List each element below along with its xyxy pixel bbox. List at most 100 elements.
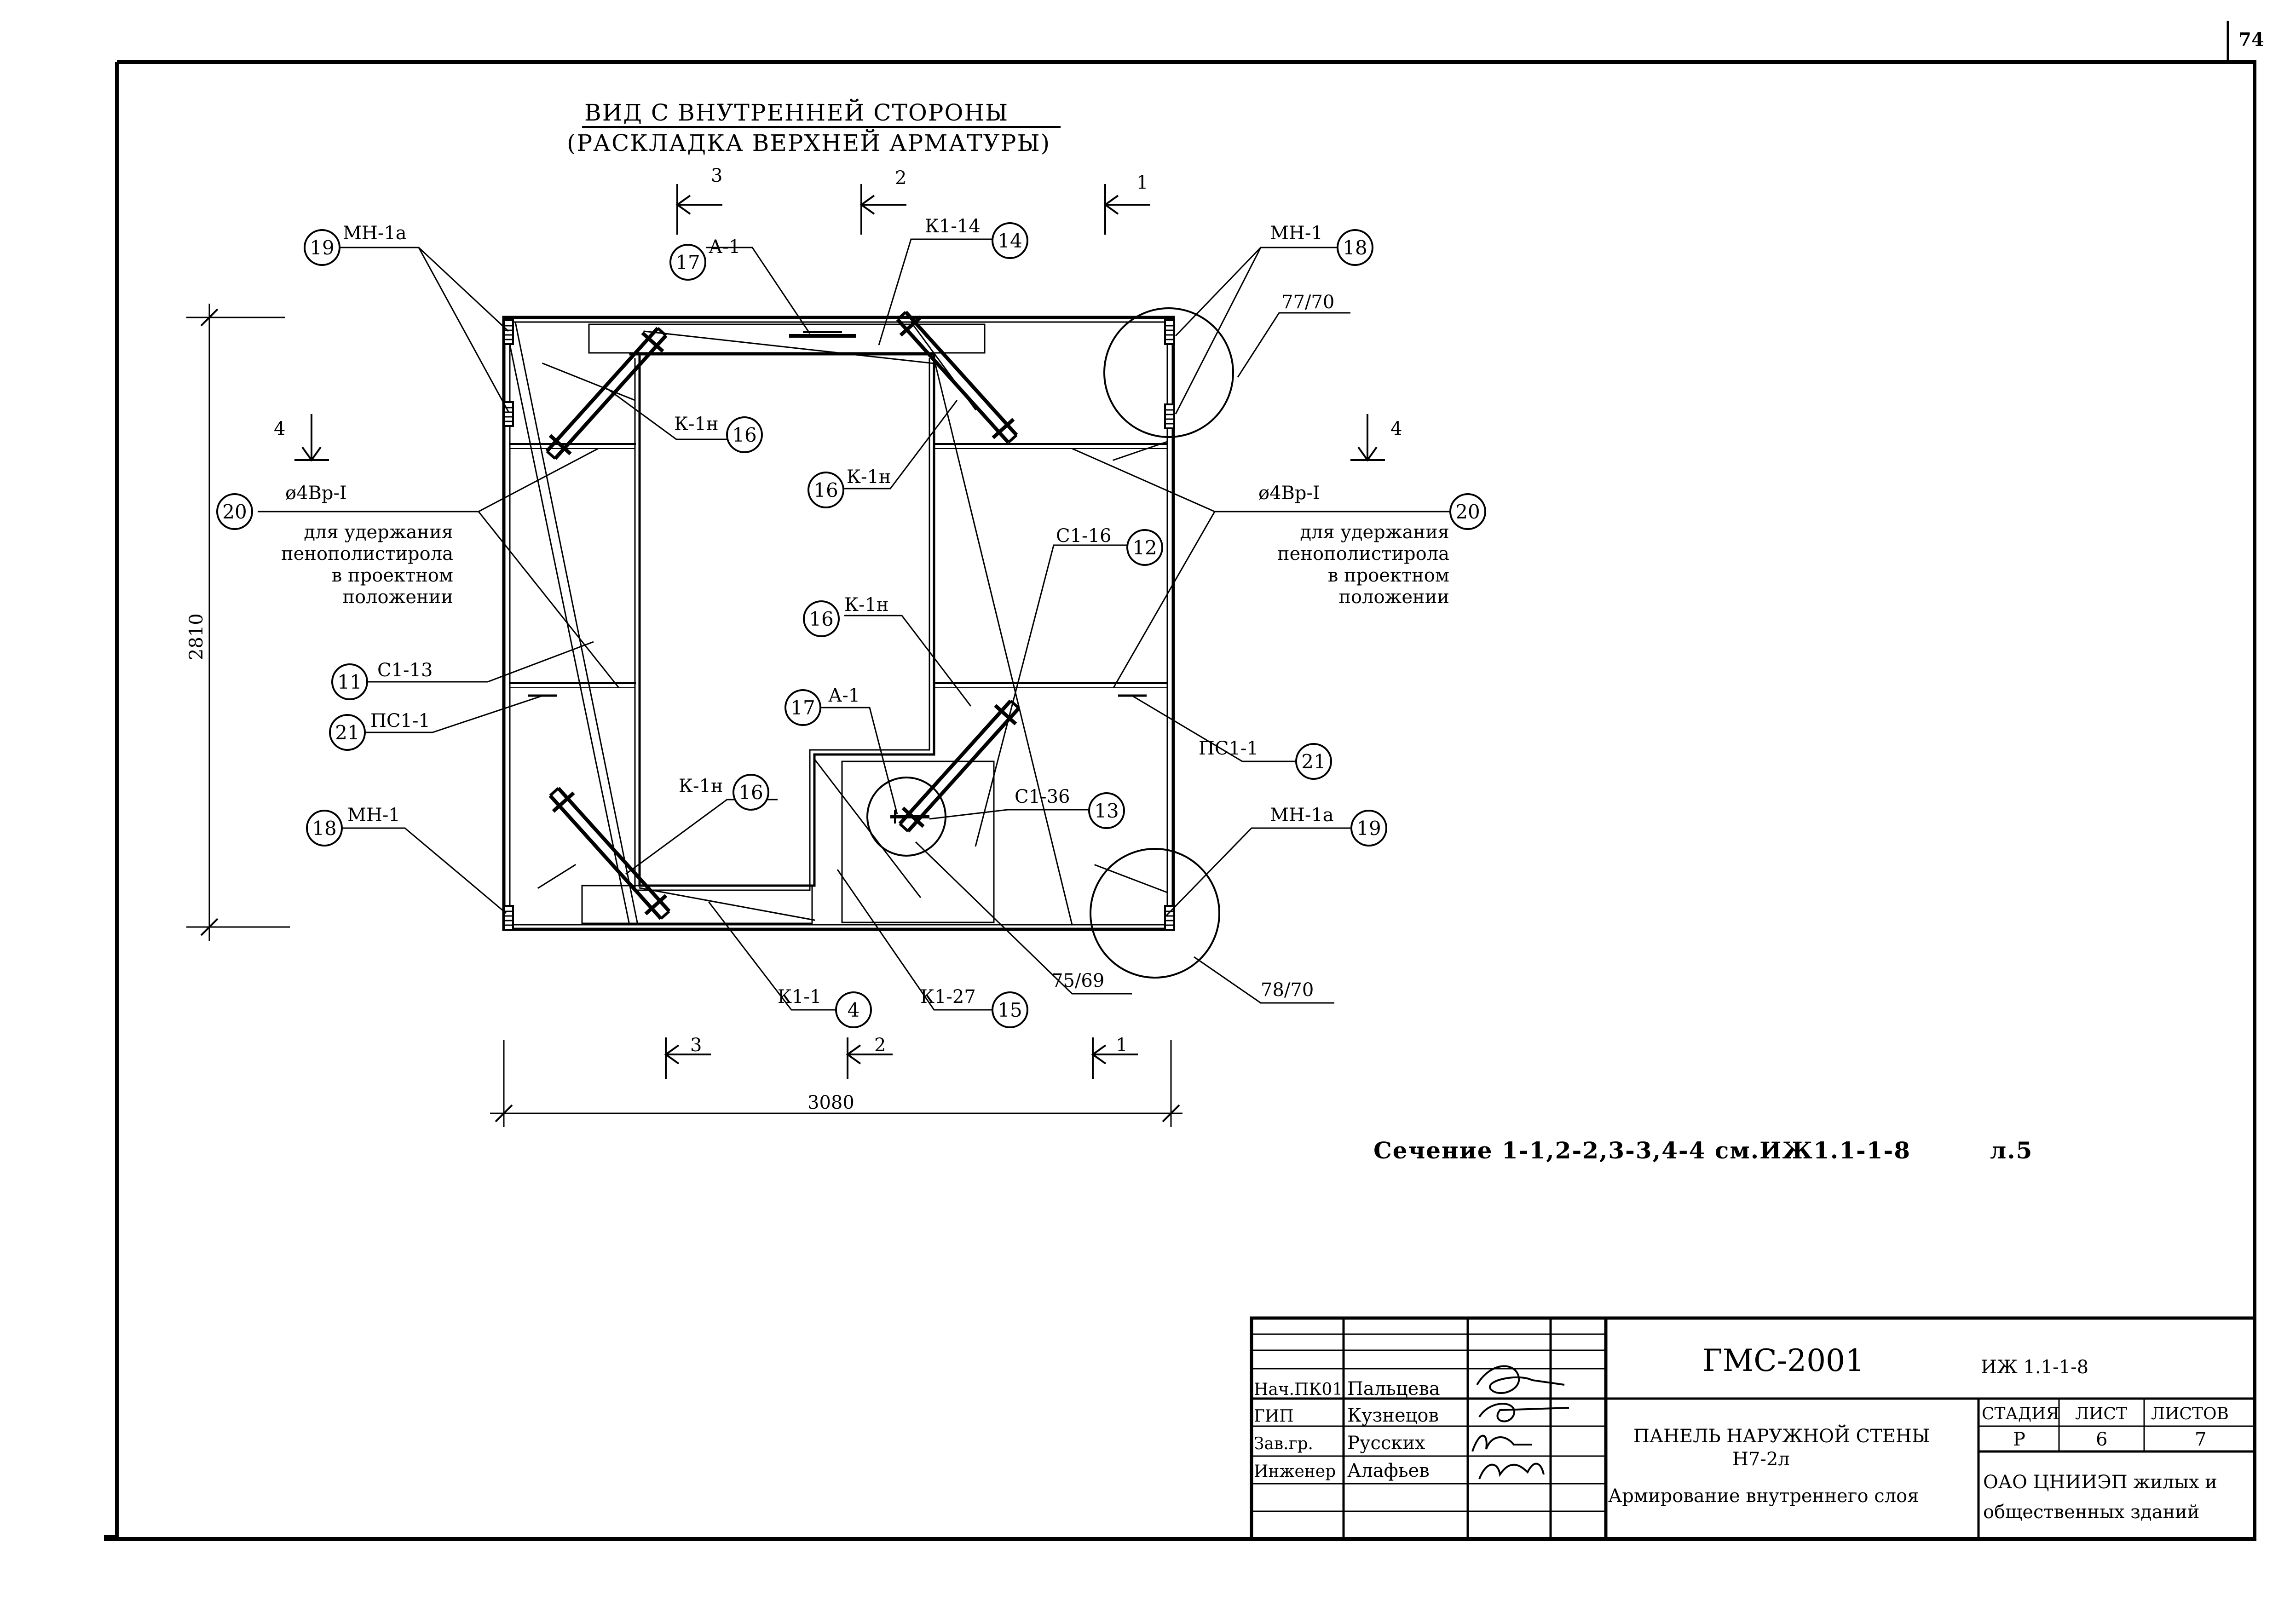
sheet-frame bbox=[104, 21, 2256, 1541]
note-left-line2: пенополистирола bbox=[281, 543, 453, 564]
section-2-top: 2 bbox=[895, 167, 906, 189]
label-mn1a-top: МН-1а bbox=[343, 223, 407, 244]
label-k1-27: К1-27 bbox=[920, 986, 976, 1008]
section-1-bottom: 1 bbox=[1116, 1035, 1127, 1056]
section-4-left: 4 bbox=[274, 418, 285, 439]
pos-18-top: 18 bbox=[1343, 236, 1367, 259]
label-pc1-1-right: ПС1-1 bbox=[1199, 738, 1258, 759]
title-block-text: ГМС-2001 ИЖ 1.1-1-8 Нач.ПК01 ГИП Зав.гр.… bbox=[1254, 1343, 2229, 1523]
stamp-role-1: Нач.ПК01 bbox=[1254, 1380, 1343, 1399]
loop-mn1-top-right bbox=[1164, 319, 1175, 345]
stamp-product-line2: Н7-2л bbox=[1732, 1449, 1790, 1470]
wall-panel bbox=[502, 316, 1175, 931]
loop-mn1a-top-left bbox=[503, 319, 514, 345]
label-k1-1: К1-1 bbox=[778, 986, 821, 1008]
label-mn1-top: МН-1 bbox=[1270, 223, 1323, 244]
dimension-width: 3080 bbox=[808, 1092, 854, 1113]
label-a1-mid: А-1 bbox=[828, 685, 860, 706]
label-k1n-a: К-1н bbox=[674, 414, 719, 435]
brace-top-left bbox=[541, 322, 672, 464]
stamp-name-2: Кузнецов bbox=[1347, 1405, 1439, 1426]
stamp-role-4: Инженер bbox=[1254, 1462, 1336, 1481]
leader-lines bbox=[258, 238, 1449, 1011]
note-left-line1: для удержания bbox=[304, 522, 453, 543]
label-75-69: 75/69 bbox=[1051, 970, 1104, 991]
element-labels: МН-1а А-1 К1-14 МН-1 77/70 К-1н К-1н ø4В… bbox=[285, 216, 1334, 1008]
pos-17-mid: 17 bbox=[790, 697, 815, 719]
loop-mn1-right bbox=[1164, 403, 1175, 429]
label-mn1a-bottom: МН-1а bbox=[1270, 805, 1334, 826]
stamp-role-2: ГИП bbox=[1254, 1407, 1294, 1426]
label-rebar-left: ø4Вр-I bbox=[285, 483, 347, 504]
stamp-name-3: Русских bbox=[1347, 1433, 1425, 1454]
stamp-name-4: Алафьев bbox=[1347, 1460, 1430, 1481]
brace-top-right bbox=[891, 306, 1022, 448]
position-markers bbox=[216, 222, 1486, 1028]
section-4-right: 4 bbox=[1390, 418, 1402, 439]
view-title: ВИД С ВНУТРЕННЕЙ СТОРОНЫ (РАСКЛАДКА ВЕРХ… bbox=[567, 98, 1061, 156]
label-c1-16: С1-16 bbox=[1056, 525, 1111, 547]
label-77-70: 77/70 bbox=[1281, 292, 1334, 313]
view-title-line2: (РАСКЛАДКА ВЕРХНЕЙ АРМАТУРЫ) bbox=[567, 128, 1050, 156]
pos-17-top: 17 bbox=[675, 251, 700, 274]
pos-16-d: 16 bbox=[738, 781, 763, 804]
stamp-sheets: 7 bbox=[2195, 1429, 2206, 1450]
label-mn1-bottom: МН-1 bbox=[347, 805, 400, 826]
note-right-line2: пенополистирола bbox=[1277, 543, 1449, 564]
section-1-top: 1 bbox=[1136, 172, 1148, 193]
label-k1-14: К1-14 bbox=[925, 216, 981, 237]
pos-19-bottom: 19 bbox=[1356, 817, 1381, 840]
loop-mn1-bottom-left bbox=[503, 905, 514, 931]
pos-20-left: 20 bbox=[222, 501, 247, 523]
label-c1-36: С1-36 bbox=[1015, 786, 1070, 807]
stamp-product-line1: ПАНЕЛЬ НАРУЖНОЙ СТЕНЫ bbox=[1633, 1425, 1930, 1447]
sheet-number: 74 bbox=[2238, 29, 2264, 51]
stamp-sheet: 6 bbox=[2096, 1429, 2107, 1450]
corner-braces bbox=[541, 306, 1025, 924]
stamp-product-line3: Армирование внутреннего слоя bbox=[1608, 1486, 1919, 1507]
pos-21-right: 21 bbox=[1301, 750, 1326, 773]
note-left-line3: в проектном bbox=[332, 565, 453, 586]
note-right-line1: для удержания bbox=[1300, 522, 1449, 543]
pos-15: 15 bbox=[998, 999, 1022, 1021]
view-title-line1: ВИД С ВНУТРЕННЕЙ СТОРОНЫ bbox=[584, 98, 1009, 126]
pos-16-a: 16 bbox=[732, 424, 756, 446]
section-reference-note: Сечение 1-1,2-2,3-3,4-4 см.ИЖ1.1-1-8 bbox=[1373, 1137, 1911, 1164]
section-3-top: 3 bbox=[711, 165, 722, 186]
pos-20-right: 20 bbox=[1455, 501, 1480, 523]
label-a1-top: А-1 bbox=[709, 236, 740, 258]
stamp-sheet-header: ЛИСТ bbox=[2075, 1405, 2127, 1423]
pos-21-left: 21 bbox=[335, 721, 359, 744]
note-left: для удержания пенополистирола в проектно… bbox=[281, 522, 453, 608]
label-k1n-d: К-1н bbox=[679, 776, 723, 797]
note-right-line3: в проектном bbox=[1328, 565, 1449, 586]
title-block bbox=[1250, 1316, 2256, 1541]
label-rebar-right: ø4Вр-I bbox=[1258, 483, 1320, 504]
pos-4: 4 bbox=[848, 999, 860, 1021]
dimension-height: 2810 bbox=[186, 613, 207, 660]
stamp-project: ГМС-2001 bbox=[1702, 1343, 1864, 1378]
section-mark-numbers: 3 2 1 3 2 1 4 4 bbox=[274, 165, 1402, 1056]
pos-16-b: 16 bbox=[813, 479, 838, 501]
label-k1n-c: К-1н bbox=[844, 594, 889, 616]
stamp-org-line2: общественных зданий bbox=[1983, 1502, 2199, 1523]
stamp-stage-header: СТАДИЯ bbox=[1982, 1405, 2059, 1423]
note-right: для удержания пенополистирола в проектно… bbox=[1277, 522, 1449, 608]
section-2-bottom: 2 bbox=[874, 1035, 886, 1056]
pos-11: 11 bbox=[337, 671, 362, 693]
section-marks bbox=[294, 184, 1385, 1079]
note-left-line4: положении bbox=[342, 587, 453, 608]
note-right-line4: положении bbox=[1338, 587, 1449, 608]
stamp-doc-code: ИЖ 1.1-1-8 bbox=[1981, 1357, 2088, 1378]
signatures bbox=[1471, 1365, 1569, 1480]
stamp-name-1: Пальцева bbox=[1347, 1378, 1440, 1399]
brace-bottom-left bbox=[544, 783, 675, 924]
stamp-role-3: Зав.гр. bbox=[1254, 1434, 1313, 1453]
pos-13: 13 bbox=[1094, 800, 1119, 822]
detail-circles bbox=[866, 307, 1234, 979]
position-numbers: 19 17 14 18 16 16 20 20 12 16 11 21 17 2… bbox=[222, 230, 1480, 1021]
label-78-70: 78/70 bbox=[1261, 979, 1314, 1001]
pos-19-top: 19 bbox=[310, 236, 334, 259]
stamp-stage: Р bbox=[2013, 1429, 2025, 1450]
pos-18-bottom: 18 bbox=[312, 817, 336, 840]
